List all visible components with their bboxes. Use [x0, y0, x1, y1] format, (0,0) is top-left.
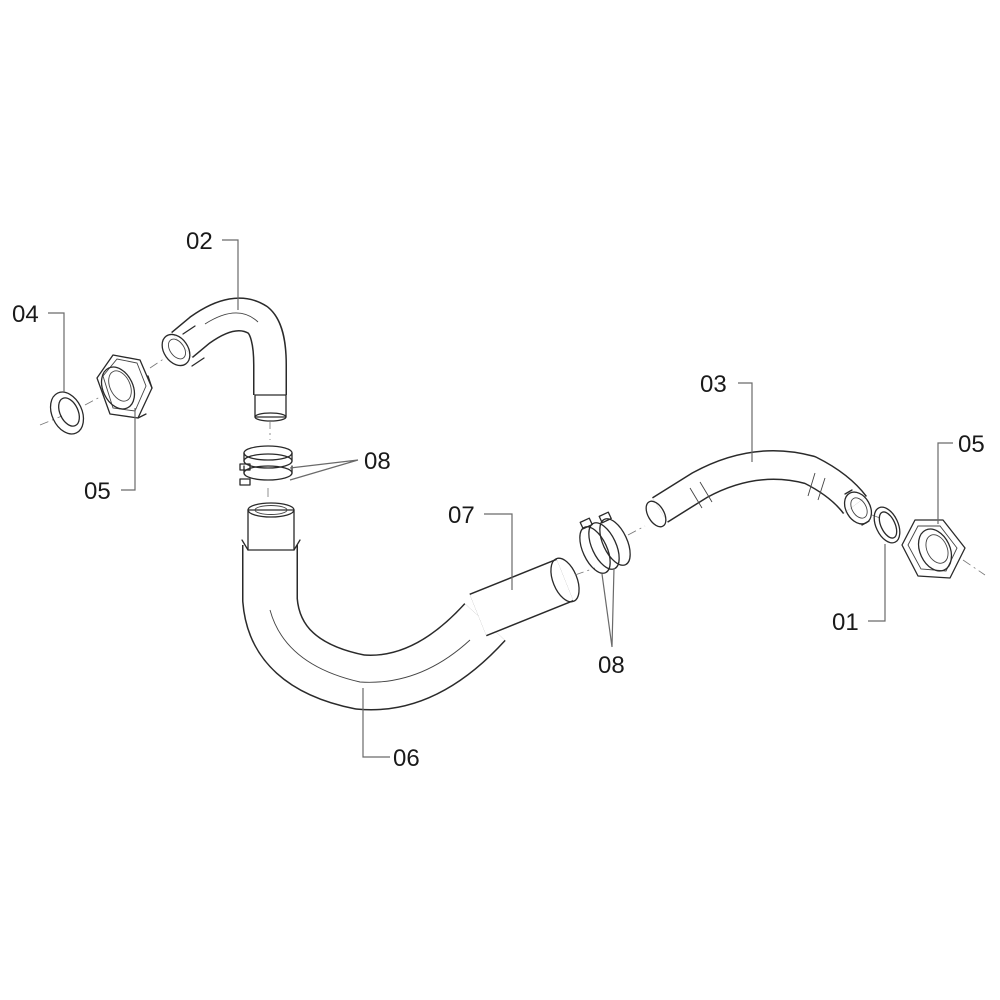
callout-05-right: 05 — [958, 431, 985, 458]
part-05-nut-left — [84, 354, 153, 419]
callout-04: 04 — [12, 301, 39, 328]
leader-04 — [48, 312, 65, 392]
part-03-curved-pipe — [645, 450, 881, 528]
leader-06 — [362, 688, 390, 758]
callout-05-left: 05 — [84, 478, 111, 505]
leader-08-upper — [289, 459, 359, 481]
part-08-clamp-lower — [579, 511, 646, 574]
part-06-u-bend-hose — [241, 502, 506, 711]
callout-03: 03 — [700, 371, 727, 398]
leader-05-left — [121, 408, 136, 491]
part-08-clamp-upper — [239, 445, 293, 500]
leader-07 — [484, 513, 513, 590]
part-04-washer — [39, 391, 85, 435]
part-02-elbow-pipe — [149, 297, 287, 440]
callout-07: 07 — [448, 502, 475, 529]
part-05-nut-right — [901, 519, 986, 579]
part-07-straight-hose — [469, 557, 596, 637]
callout-labels: 02 04 05 08 07 03 05 01 08 06 — [12, 228, 985, 772]
leader-02 — [222, 239, 239, 310]
callout-08-lower: 08 — [598, 652, 625, 679]
leader-08-lower — [601, 567, 615, 648]
callout-02: 02 — [186, 228, 213, 255]
part-01-o-ring — [873, 506, 901, 544]
leader-03 — [738, 382, 753, 462]
leader-01 — [868, 544, 886, 622]
leader-lines — [48, 239, 953, 758]
callout-08-upper: 08 — [364, 448, 391, 475]
callout-06: 06 — [393, 745, 420, 772]
callout-01: 01 — [832, 609, 859, 636]
leader-05-right — [937, 442, 953, 524]
